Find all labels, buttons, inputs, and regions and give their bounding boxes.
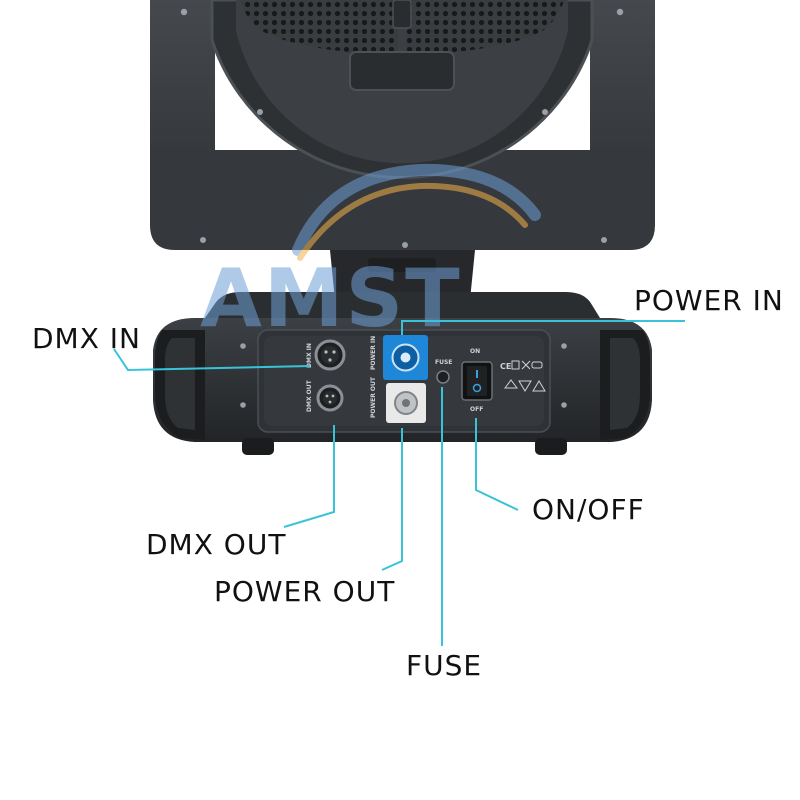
leader-lines [113,320,685,646]
leader-on-off [475,418,519,511]
watermark-arc-blue [292,163,541,256]
grill-left [240,0,398,55]
leader-power-out [381,428,403,571]
head-badge [349,51,455,91]
label-power-out: POWER OUT [214,575,396,608]
leader-dmx-out [283,425,335,528]
label-power-in: POWER IN [634,284,784,317]
foot-right [535,438,567,455]
leader-dmx-in [113,348,311,372]
label-dmx-out: DMX OUT [146,528,287,561]
watermark-text: AMST [200,252,462,345]
leader-power-in [401,320,685,335]
certification-marks [504,360,546,392]
panel-dmx-out-text: DMX OUT [306,379,313,412]
dmx-out-connector [316,384,344,412]
panel-power-out-text: POWER OUT [370,376,377,418]
label-dmx-in: DMX IN [32,322,142,355]
yoke-plate [150,150,655,250]
fuse-holder [436,370,450,384]
panel-on-text: ON [470,348,480,355]
panel-dmx-in-text: DMX IN [306,343,313,368]
grill-right [406,0,564,55]
watermark-arc-orange [297,182,528,261]
base-top [205,292,600,318]
dmx-in-connector [314,339,346,371]
panel-ce-mark: CE [500,362,511,371]
power-in-connector [383,335,428,380]
panel-fuse-text: FUSE [435,359,452,366]
foot-left [242,438,274,455]
on-off-switch [461,361,493,401]
watermark: AMST [200,163,541,345]
panel-power-in-text: POWER IN [370,336,377,370]
neck [330,250,475,300]
power-out-connector [386,383,426,423]
label-on-off: ON/OFF [532,493,645,526]
label-fuse: FUSE [406,649,483,682]
panel-off-text: OFF [470,406,483,413]
